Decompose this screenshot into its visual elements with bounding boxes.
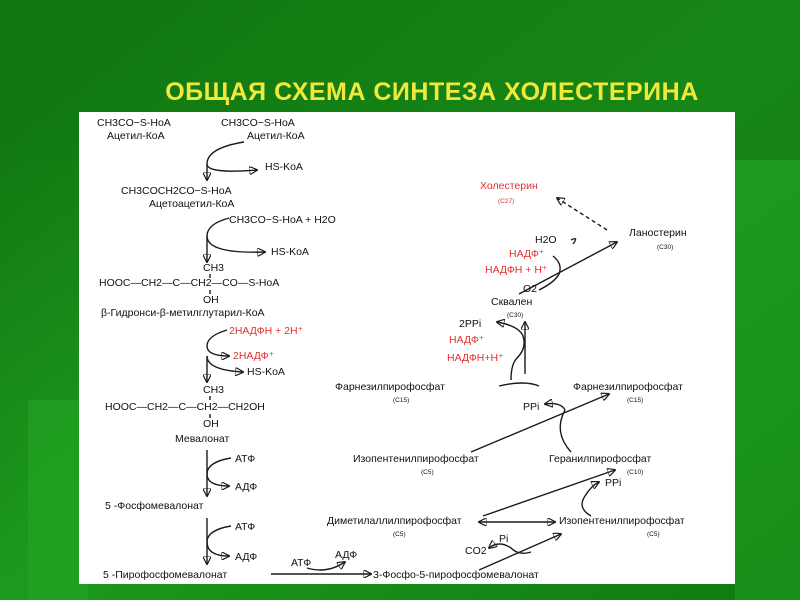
- acetyl-coa-1-formula: CH3CO−S-HoA: [97, 117, 171, 129]
- pyro-to-isopentenyl-arrow: [478, 534, 561, 571]
- cholesterol-carbons: (C27): [498, 198, 514, 205]
- mevalonate-name: Мевалонат: [175, 433, 229, 445]
- hmg-coa-name: β-Гидронси-β-метилглутарил-КоА: [101, 307, 265, 319]
- methyl-group-1: CH3: [203, 262, 224, 274]
- isopentenyl-join-curve: [581, 495, 592, 517]
- acetyl-coa-1-name: Ацетил-КоА: [107, 130, 165, 142]
- hmg-coa-formula: HOOC—CH2—C—CH2—CO—S-HoA: [99, 277, 279, 289]
- lanosterol: Ланостерин: [629, 227, 687, 239]
- atp-2: АТФ: [235, 521, 255, 533]
- hskoa-2: HS-KoA: [271, 246, 309, 258]
- nadp-output: 2НАДФ⁺: [233, 350, 275, 362]
- geranyl-carbons: (C10): [627, 469, 643, 476]
- pyrophosphomevalonate: 5 -Пирофосфомевалонат: [103, 569, 227, 581]
- methyl-group-2: CH3: [203, 384, 224, 396]
- ppi-1: PPi: [523, 401, 539, 413]
- dimethylallyl-pyrophosphate: Диметилаллилпирофосфат: [327, 515, 462, 527]
- phosphomevalonate: 5 -Фосфомевалонат: [105, 500, 204, 512]
- hskoa-3: HS-KoA: [247, 366, 285, 378]
- nadp-1: НАДФ⁺: [509, 248, 545, 260]
- isopentenyl-pyrophosphate-2: Изопентенилпирофосфат: [559, 515, 685, 527]
- lanosterol-carbons: (C30): [657, 244, 673, 251]
- geranyl-curve: [559, 409, 572, 453]
- decarboxylation-curve: [489, 544, 532, 555]
- water-release-curve: [570, 237, 577, 245]
- acetyl-coa-2-name: Ацетил-КоА: [247, 130, 305, 142]
- phospho-pyrophosphomevalonate: 3-Фосфо-5-пирофосфомевалонат: [373, 569, 539, 581]
- carbon-dioxide: CO2: [465, 545, 487, 557]
- cholesterol: Холестерин: [480, 180, 538, 192]
- lanosterol-to-cholesterol-arrow: [557, 198, 608, 231]
- farnesyl-to-squalene-curve: [497, 322, 525, 381]
- atp-1: АТФ: [235, 453, 255, 465]
- isopentenyl-pyrophosphate-1: Изопентенилпирофосфат: [353, 453, 479, 465]
- dimethylallyl-to-geranyl-arrow: [482, 470, 615, 517]
- nadph-1: НАДФН + H⁺: [485, 264, 548, 276]
- ppi-2-curve: [584, 482, 599, 497]
- atp-curve-2: [206, 525, 232, 556]
- squalene-carbons: (C30): [507, 312, 523, 319]
- reduction-curve-1: [206, 329, 229, 356]
- ppi-1-curve: [545, 404, 566, 411]
- water: H2O: [535, 234, 557, 246]
- adp-1: АДФ: [235, 481, 257, 493]
- adp-2: АДФ: [235, 551, 257, 563]
- nadp-2: НАДФ⁺: [449, 334, 485, 346]
- hydroxyl-group-1: OH: [203, 294, 219, 306]
- diagram-panel: CH3CO−S-HoA Ацетил-КоА CH3CO−S-HoA Ацети…: [79, 112, 735, 584]
- acetoacetyl-formula: CH3COCH2CO−S-HoA: [121, 185, 232, 197]
- acetyl-join-arrow: [206, 141, 257, 171]
- ppi-2: PPi: [605, 477, 621, 489]
- phosphate: Pi: [499, 533, 508, 545]
- hydroxyl-group-2: OH: [203, 418, 219, 430]
- isopentenyl-2-carbons: (C5): [647, 531, 660, 538]
- acetyl-coa-2-formula: CH3CO−S-HoA: [221, 117, 295, 129]
- farnesyl-right-carbons: (C15): [627, 397, 643, 404]
- pyrophosphate-2: 2PPi: [459, 318, 481, 330]
- farnesyl-left-carbons: (C15): [393, 397, 409, 404]
- dimethylallyl-carbons: (C5): [393, 531, 406, 538]
- squalene: Сквален: [491, 296, 532, 308]
- atp-curve-1: [206, 457, 232, 486]
- nadph-curve: [538, 255, 561, 291]
- slide-title: ОБЩАЯ СХЕМА СИНТЕЗА ХОЛЕСТЕРИНА: [165, 78, 699, 106]
- atp-3: АТФ: [291, 557, 311, 569]
- nadph-input: 2НАДФН + 2Н⁺: [229, 325, 304, 337]
- isopentenyl-1-carbons: (C5): [421, 469, 434, 476]
- cholesterol-synthesis-diagram: CH3CO−S-HoA Ацетил-КоА CH3CO−S-HoA Ацети…: [97, 117, 687, 581]
- adp-3: АДФ: [335, 549, 357, 561]
- squalene-to-lanosterol-arrow: [518, 242, 617, 295]
- farnesyl-join: [498, 382, 540, 387]
- nadph-2: НАДФН+Н⁺: [447, 352, 504, 364]
- farnesyl-pyrophosphate-right: Фарнезилпирофосфат: [573, 381, 683, 393]
- acetyl-coa-3-formula: CH3CO−S-HoA + H2O: [229, 214, 336, 226]
- acetoacetyl-name: Ацетоацетил-КоА: [149, 198, 234, 210]
- geranyl-pyrophosphate: Геранилпирофосфат: [549, 453, 651, 465]
- bottom-atp-curve: [306, 562, 345, 571]
- geranyl-to-farnesyl-arrow: [470, 394, 609, 453]
- mevalonate-formula: HOOC—CH2—C—CH2—CH2OH: [105, 401, 265, 413]
- hskoa-1: HS-KoA: [265, 161, 303, 173]
- farnesyl-pyrophosphate-left: Фарнезилпирофосфат: [335, 381, 445, 393]
